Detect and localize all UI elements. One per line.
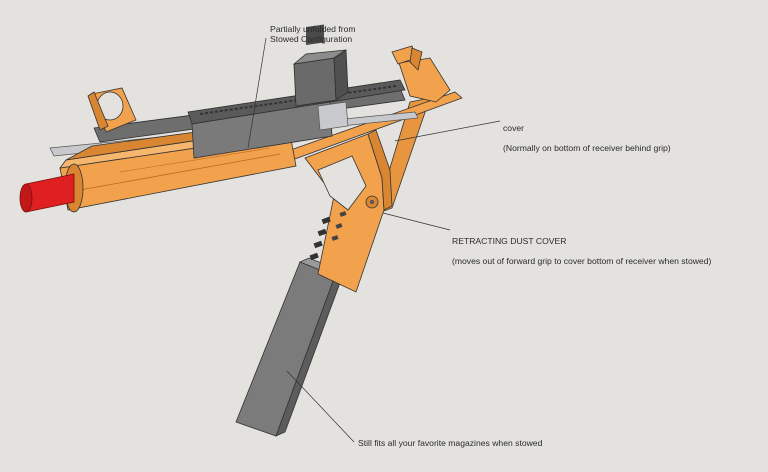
leader-lines — [247, 37, 501, 443]
callout-cover-detail: (Normally on bottom of receiver behind g… — [503, 143, 671, 153]
muzzle — [19, 173, 75, 213]
callout-magazines: Still fits all your favorite magazines w… — [358, 438, 543, 448]
callout-dust-cover: RETRACTING DUST COVER (moves out of forw… — [452, 226, 711, 276]
stock-arm — [284, 45, 463, 215]
callout-dust-cover-detail: (moves out of forward grip to cover bott… — [452, 256, 712, 266]
callout-dust-cover-title: RETRACTING DUST COVER — [452, 236, 567, 246]
magazine — [235, 257, 346, 437]
callout-partially-unfolded: Partially unfolded from Stowed Configura… — [270, 24, 356, 44]
callout-cover-title: cover — [503, 123, 525, 133]
grip — [304, 129, 393, 293]
callout-cover: cover (Normally on bottom of receiver be… — [503, 113, 671, 163]
rear-sight — [87, 87, 137, 133]
top-mount — [292, 24, 349, 107]
